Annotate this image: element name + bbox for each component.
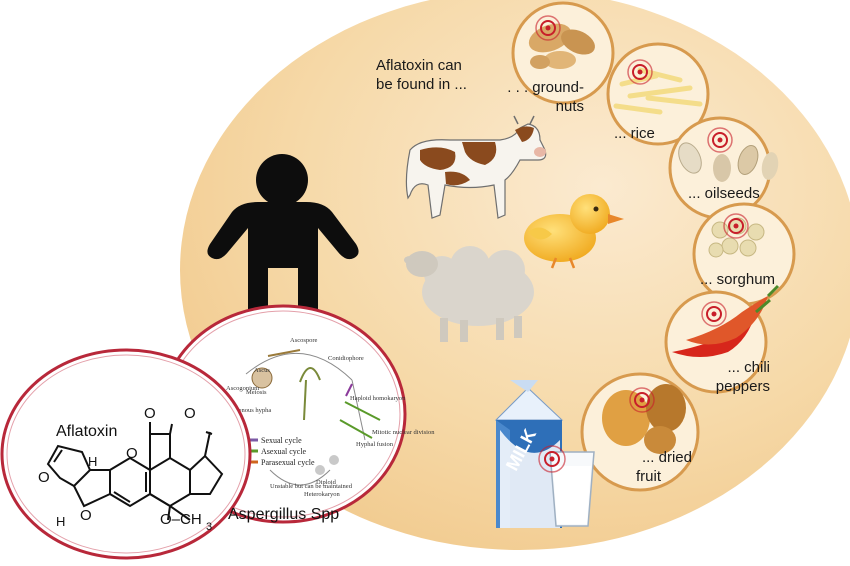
food-label-dried-fruit: ... dried fruit	[604, 448, 692, 486]
food-label-line: peppers	[715, 378, 770, 395]
target-icon	[535, 15, 561, 41]
cycle-label: Diploid	[316, 479, 337, 486]
target-icon	[627, 59, 653, 85]
food-circle-sorghum	[692, 202, 796, 306]
person-icon	[207, 154, 359, 340]
molecule-title: Aflatoxin	[56, 423, 117, 440]
cycle-label: Ascospore	[290, 337, 318, 344]
milk-carton-icon	[494, 380, 564, 528]
sheep-icon	[404, 246, 534, 342]
target-icon	[707, 127, 733, 153]
food-label-rice: ... rice	[614, 124, 655, 143]
molecule-o-label: O	[144, 405, 156, 422]
food-label-line: ... chili	[727, 359, 770, 376]
cycle-label: Unstable but can be maintained	[270, 483, 353, 490]
molecule-methoxy: O–CH	[160, 511, 202, 528]
food-label-oilseeds: ... oilseeds	[688, 184, 760, 203]
cycle-label: Ascogonium	[226, 385, 259, 392]
food-circle-rice	[606, 42, 710, 146]
milk-glass-icon	[549, 451, 595, 527]
aflatoxin-molecule-panel	[0, 348, 252, 560]
molecule-o-label: O	[126, 445, 138, 462]
food-label-line: fruit	[636, 468, 662, 485]
target-icon	[629, 387, 655, 413]
food-label-groundnuts: . . . ground- nuts	[494, 78, 584, 116]
intro-label-line1: Aflatoxin can	[376, 57, 462, 74]
cow-icon	[405, 115, 547, 219]
target-icon	[723, 213, 749, 239]
chick-icon	[524, 194, 624, 269]
molecule-o-label: O	[184, 405, 196, 422]
cycle-label: Haploid homokaryon	[350, 395, 406, 402]
cycle-label: Mitotic nuclear division	[372, 429, 435, 436]
molecule-h-bottom: H	[56, 514, 65, 529]
molecule-methoxy-sub: 3	[206, 521, 212, 533]
food-label-line: ... dried	[641, 449, 692, 466]
food-circle-groundnuts	[511, 1, 615, 105]
food-label-sorghum: ... sorghum	[700, 270, 775, 289]
target-icon	[538, 445, 566, 473]
food-label-line: ... rice	[614, 125, 655, 142]
food-label-chili-peppers: ... chili peppers	[690, 358, 770, 396]
legend-sexual-cycle: Sexual cycle	[261, 436, 302, 445]
cycle-label: Hyphal fusion	[356, 441, 394, 448]
food-label-line: . . . ground-	[507, 79, 584, 96]
cycle-label: Heterokaryon	[304, 491, 340, 498]
molecule-h-top: H	[88, 454, 97, 469]
food-circle-dried-fruit	[580, 372, 700, 492]
cycle-label: Ascus	[254, 367, 270, 374]
food-label-line: ... oilseeds	[688, 185, 760, 202]
cycle-label: Meiosis	[246, 389, 267, 396]
cycle-label: Ascogenous hypha	[222, 407, 271, 414]
cycle-label: Conidiophore	[328, 355, 364, 362]
aflatoxin-structure	[46, 418, 224, 521]
legend-parasexual-cycle: Parasexual cycle	[261, 458, 315, 467]
food-label-line: ... sorghum	[700, 271, 776, 288]
target-icon	[701, 301, 727, 327]
food-circle-chili-peppers	[664, 284, 780, 394]
legend-asexual-cycle: Asexual cycle	[261, 447, 307, 456]
food-circle-oilseeds	[668, 116, 779, 220]
aspergillus-title: Aspergillus Spp	[228, 506, 340, 523]
intro-label-line2: be found in ...	[376, 76, 467, 93]
molecule-o-label: O	[38, 469, 50, 486]
molecule-o-label: O	[80, 507, 92, 524]
food-label-line: nuts	[555, 98, 584, 115]
